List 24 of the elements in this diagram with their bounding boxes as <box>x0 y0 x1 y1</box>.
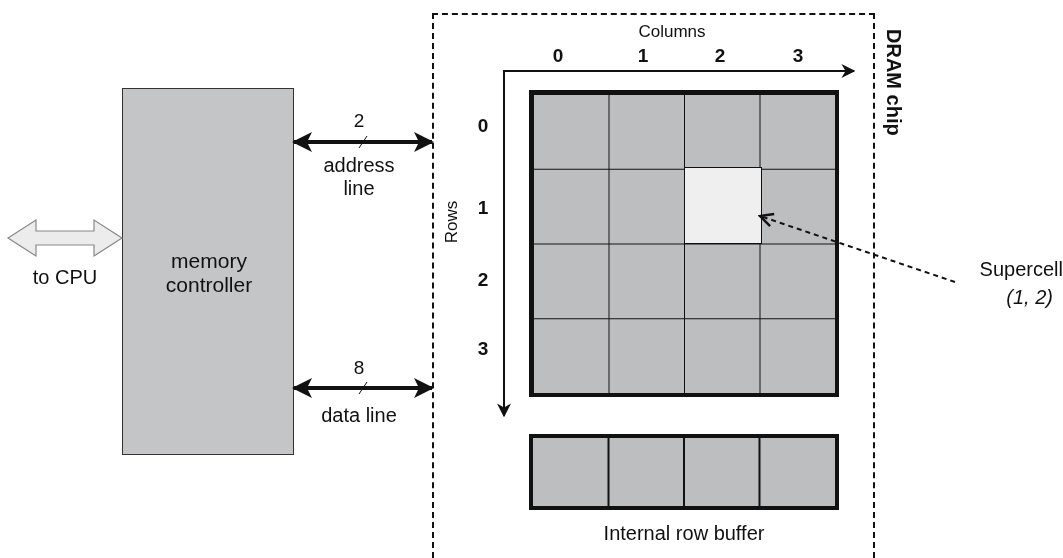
callout-coordinates: (1, 2) <box>1006 286 1053 309</box>
bus-arrow <box>6 218 124 258</box>
bus-width: 8 <box>353 357 365 379</box>
row-number: 2 <box>477 269 489 291</box>
row-buffer-label: Internal row buffer <box>602 522 766 545</box>
controller-label: memory controller <box>164 249 254 298</box>
leader-line <box>758 212 956 283</box>
chip-title: DRAM chip <box>882 29 905 136</box>
bus-arrow <box>292 378 434 398</box>
row-number: 0 <box>477 115 489 137</box>
bus-arrow <box>292 132 434 152</box>
row-number: 3 <box>477 338 489 360</box>
column-number: 2 <box>714 45 726 67</box>
supercell <box>684 167 762 244</box>
axis-title: Rows <box>442 200 462 244</box>
memory-controller-box <box>122 88 294 455</box>
column-number: 1 <box>637 45 649 67</box>
column-number: 0 <box>552 45 564 67</box>
column-number: 3 <box>792 45 804 67</box>
row-number: 1 <box>477 197 489 219</box>
axis-title: Columns <box>638 22 706 42</box>
callout-label: Supercell <box>979 258 1063 281</box>
bus-width: 2 <box>353 110 365 132</box>
memory-array-grid <box>529 90 839 397</box>
